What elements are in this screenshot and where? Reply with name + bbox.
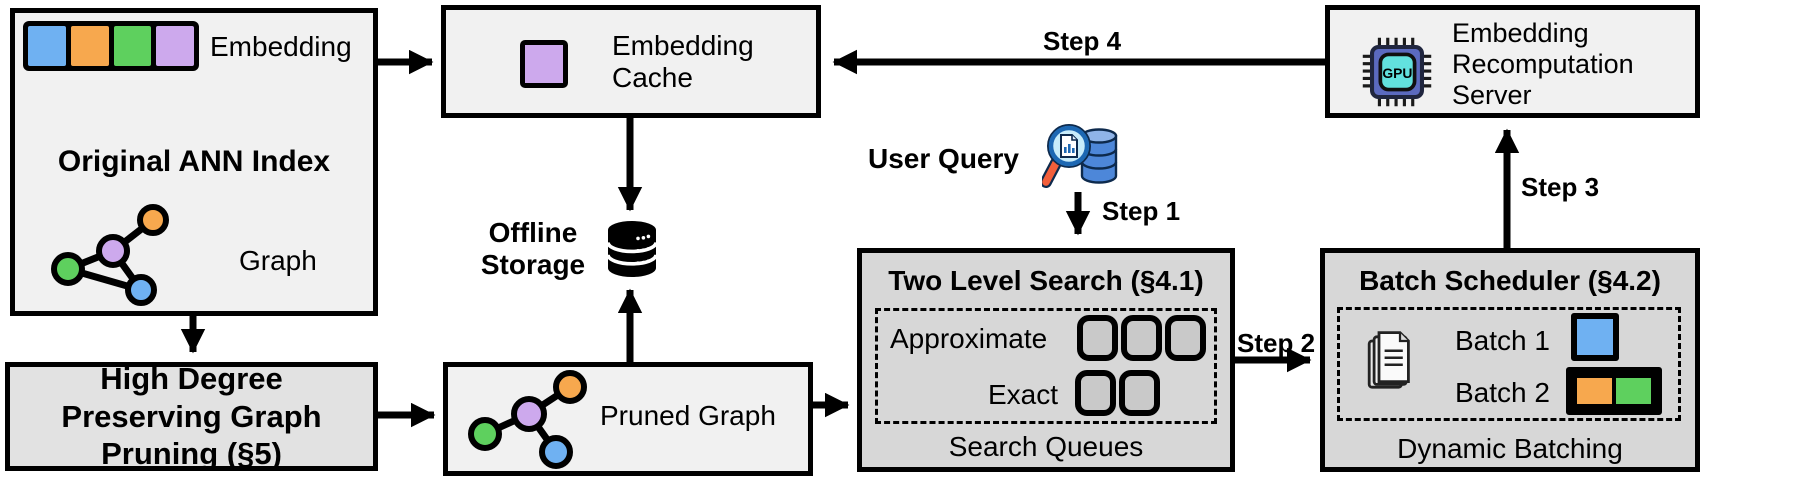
embedding-cache-box: Embedding Cache <box>441 5 821 118</box>
two-level-search-title: Two Level Search (§4.1) <box>888 265 1204 296</box>
step2-label: Step 2 <box>1237 328 1316 358</box>
pruned-graph-label: Pruned Graph <box>600 400 776 431</box>
pruned-graph-icon <box>468 370 587 469</box>
embedding-label: Embedding <box>210 31 352 62</box>
batch2-cell-orange <box>1577 378 1612 404</box>
batch1-embedding-icon <box>1571 313 1619 361</box>
batch-scheduler-box: Batch Scheduler (§4.2) Batch 1 Batch 2 D… <box>1320 248 1700 472</box>
embedding-cell-orange <box>70 26 109 66</box>
batch2-label: Batch 2 <box>1455 377 1550 408</box>
graph-pruning-box: High Degree Preserving Graph Pruning (§5… <box>5 360 378 472</box>
step4-label: Step 4 <box>1043 26 1122 56</box>
dynamic-batching-region <box>1337 307 1681 421</box>
search-queues-caption: Search Queues <box>948 431 1144 462</box>
recomputation-server-box: GPU Embedding Recomputation Server <box>1325 5 1700 118</box>
exact-queue-slots <box>1075 370 1160 416</box>
queue-slot <box>1165 315 1206 361</box>
offline-storage-label: Offline Storage <box>480 217 586 281</box>
query-pages-icon <box>1367 331 1410 389</box>
recomputation-server-label: Embedding Recomputation Server <box>1452 18 1634 111</box>
queue-slot <box>1121 315 1162 361</box>
cached-embedding-icon <box>520 40 568 88</box>
embedding-vector-icon <box>23 21 199 71</box>
user-query-icon <box>1042 124 1118 188</box>
step3-label: Step 3 <box>1521 172 1600 202</box>
approximate-queue-slots <box>1077 315 1206 361</box>
offline-storage-database-icon <box>606 221 658 277</box>
batch-scheduler-title: Batch Scheduler (§4.2) <box>1359 265 1661 296</box>
approximate-queue-label: Approximate <box>890 323 1048 354</box>
embedding-cell-blue <box>28 26 66 66</box>
step1-label: Step 1 <box>1102 196 1181 226</box>
batch2-embedding-icon <box>1566 367 1662 415</box>
original-ann-index-title: Original ANN Index <box>57 145 331 178</box>
two-level-search-box: Two Level Search (§4.1) Approximate Exac… <box>857 248 1235 472</box>
embedding-cache-label: Embedding Cache <box>612 30 754 94</box>
graph-label: Graph <box>239 245 317 276</box>
embedding-cell-purple <box>156 26 194 66</box>
gpu-chip-icon: GPU <box>1362 37 1432 107</box>
batch1-label: Batch 1 <box>1455 325 1550 356</box>
batch2-cell-green <box>1616 378 1651 404</box>
exact-queue-label: Exact <box>988 379 1059 410</box>
queue-slot <box>1075 370 1116 416</box>
ann-graph-icon <box>51 204 169 306</box>
dynamic-batching-caption: Dynamic Batching <box>1397 433 1623 464</box>
search-queues-region <box>875 308 1217 424</box>
embedding-cell-green <box>113 26 152 66</box>
queue-slot <box>1119 370 1160 416</box>
user-query-label: User Query <box>868 143 1019 174</box>
original-ann-index-box: Embedding Original ANN Index Graph <box>10 8 378 316</box>
queue-slot <box>1077 315 1118 361</box>
pruned-graph-box: Pruned Graph <box>443 362 813 476</box>
graph-pruning-title: High Degree Preserving Graph Pruning (§5… <box>61 360 322 472</box>
gpu-chip-label: GPU <box>1382 65 1412 81</box>
